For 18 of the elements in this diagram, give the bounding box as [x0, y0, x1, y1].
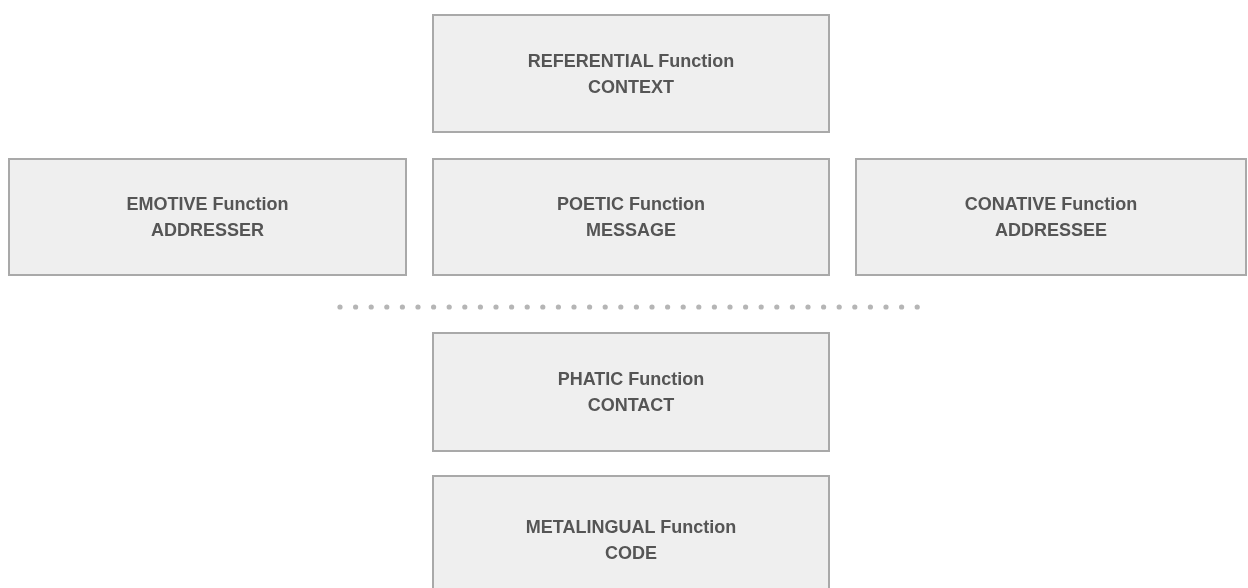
function-name: EMOTIVE Function: [126, 193, 289, 216]
function-box: [855, 158, 1247, 276]
function-name: CONATIVE Function: [964, 193, 1138, 216]
function-box: [432, 332, 830, 452]
function-factor: CONTEXT: [588, 75, 674, 99]
function-factor: ADDRESSEE: [995, 219, 1107, 242]
function-factor: MESSAGE: [586, 219, 676, 242]
function-factor: CONTACT: [587, 394, 675, 417]
function-box: [8, 158, 407, 276]
function-name: REFERENTIAL Function: [527, 49, 735, 73]
function-box: [432, 475, 830, 588]
function-name: METALINGUAL Function: [525, 516, 737, 539]
function-factor: CODE: [605, 542, 657, 565]
function-factor: ADDRESSER: [151, 219, 264, 242]
function-box: [432, 158, 830, 276]
function-box: [432, 14, 830, 133]
function-name: PHATIC Function: [557, 368, 705, 391]
function-name: POETIC Function: [557, 193, 705, 216]
